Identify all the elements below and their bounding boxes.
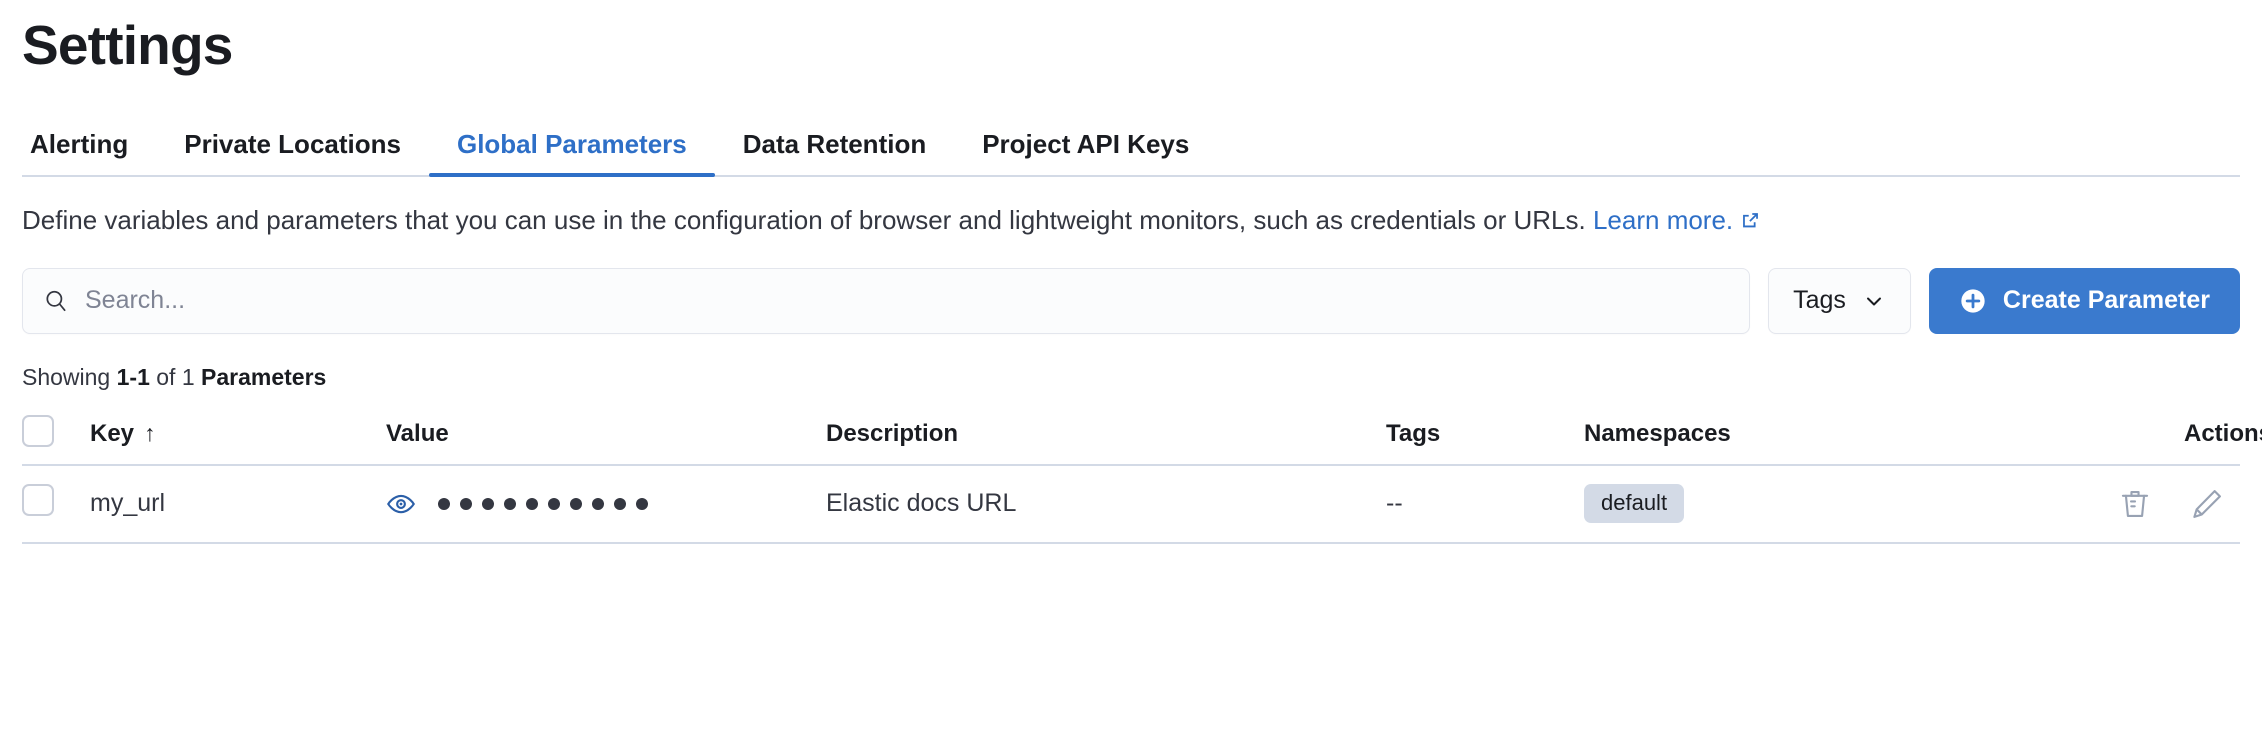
column-header-namespaces[interactable]: Namespaces — [1584, 404, 2184, 466]
search-icon — [43, 288, 69, 314]
namespace-badge: default — [1584, 484, 1685, 523]
masked-value — [438, 497, 648, 510]
column-header-value[interactable]: Value — [386, 404, 826, 466]
eye-icon[interactable] — [386, 489, 416, 519]
cell-tags: -- — [1386, 464, 1584, 544]
chevron-down-icon — [1862, 289, 1886, 313]
settings-tabs: Alerting Private Locations Global Parame… — [22, 113, 2240, 178]
tags-filter-button[interactable]: Tags — [1768, 267, 1911, 334]
column-header-key[interactable]: Key ↑ — [90, 404, 386, 466]
cell-key: my_url — [90, 464, 386, 544]
create-parameter-button[interactable]: Create Parameter — [1928, 267, 2240, 334]
sort-ascending-icon: ↑ — [144, 420, 156, 447]
select-all-checkbox[interactable] — [22, 414, 54, 447]
cell-value — [386, 464, 826, 544]
controls-row: Tags Create Parameter — [22, 267, 2240, 334]
row-select-cell — [22, 464, 90, 544]
cell-actions — [2121, 464, 2240, 544]
column-header-key-label: Key — [90, 420, 135, 448]
description-text: Define variables and parameters that you… — [22, 205, 1586, 236]
cell-namespaces: default — [1584, 464, 2184, 544]
page-description: Define variables and parameters that you… — [22, 203, 2202, 237]
column-header-actions: Actions — [2184, 404, 2262, 466]
cell-description: Elastic docs URL — [826, 464, 1386, 544]
summary-middle: of 1 — [149, 363, 202, 390]
select-all-header — [22, 404, 90, 466]
tab-global-parameters[interactable]: Global Parameters — [428, 131, 715, 178]
tab-private-locations[interactable]: Private Locations — [184, 129, 401, 160]
plus-circle-icon — [1959, 287, 1987, 315]
column-header-tags[interactable]: Tags — [1386, 404, 1584, 466]
pencil-icon[interactable] — [2190, 487, 2224, 521]
summary-range: 1-1 — [116, 363, 150, 390]
parameters-table: Key ↑ Value Description Tags Namespaces A… — [22, 404, 2262, 544]
table-row: my_url Elastic docs URL -- default — [22, 464, 2240, 544]
page-title: Settings — [22, 14, 233, 76]
tab-data-retention[interactable]: Data Retention — [742, 129, 927, 160]
tab-alerting[interactable]: Alerting — [30, 129, 129, 160]
external-link-icon — [1741, 204, 1760, 228]
summary-entity: Parameters — [201, 363, 327, 390]
search-box[interactable] — [22, 267, 1751, 334]
learn-more-link[interactable]: Learn more. — [1593, 205, 1760, 235]
search-input[interactable] — [85, 286, 1730, 316]
create-parameter-label: Create Parameter — [2002, 286, 2210, 315]
learn-more-label: Learn more. — [1592, 205, 1734, 236]
trash-icon[interactable] — [2118, 487, 2152, 521]
results-summary: Showing 1-1 of 1 Parameters — [22, 364, 2240, 391]
row-select-checkbox[interactable] — [22, 484, 54, 517]
tags-filter-label: Tags — [1793, 286, 1846, 315]
summary-prefix: Showing — [22, 363, 117, 390]
tab-project-api-keys[interactable]: Project API Keys — [982, 129, 1190, 160]
column-header-description[interactable]: Description — [826, 404, 1386, 466]
table-header-row: Key ↑ Value Description Tags Namespaces A… — [22, 404, 2262, 466]
